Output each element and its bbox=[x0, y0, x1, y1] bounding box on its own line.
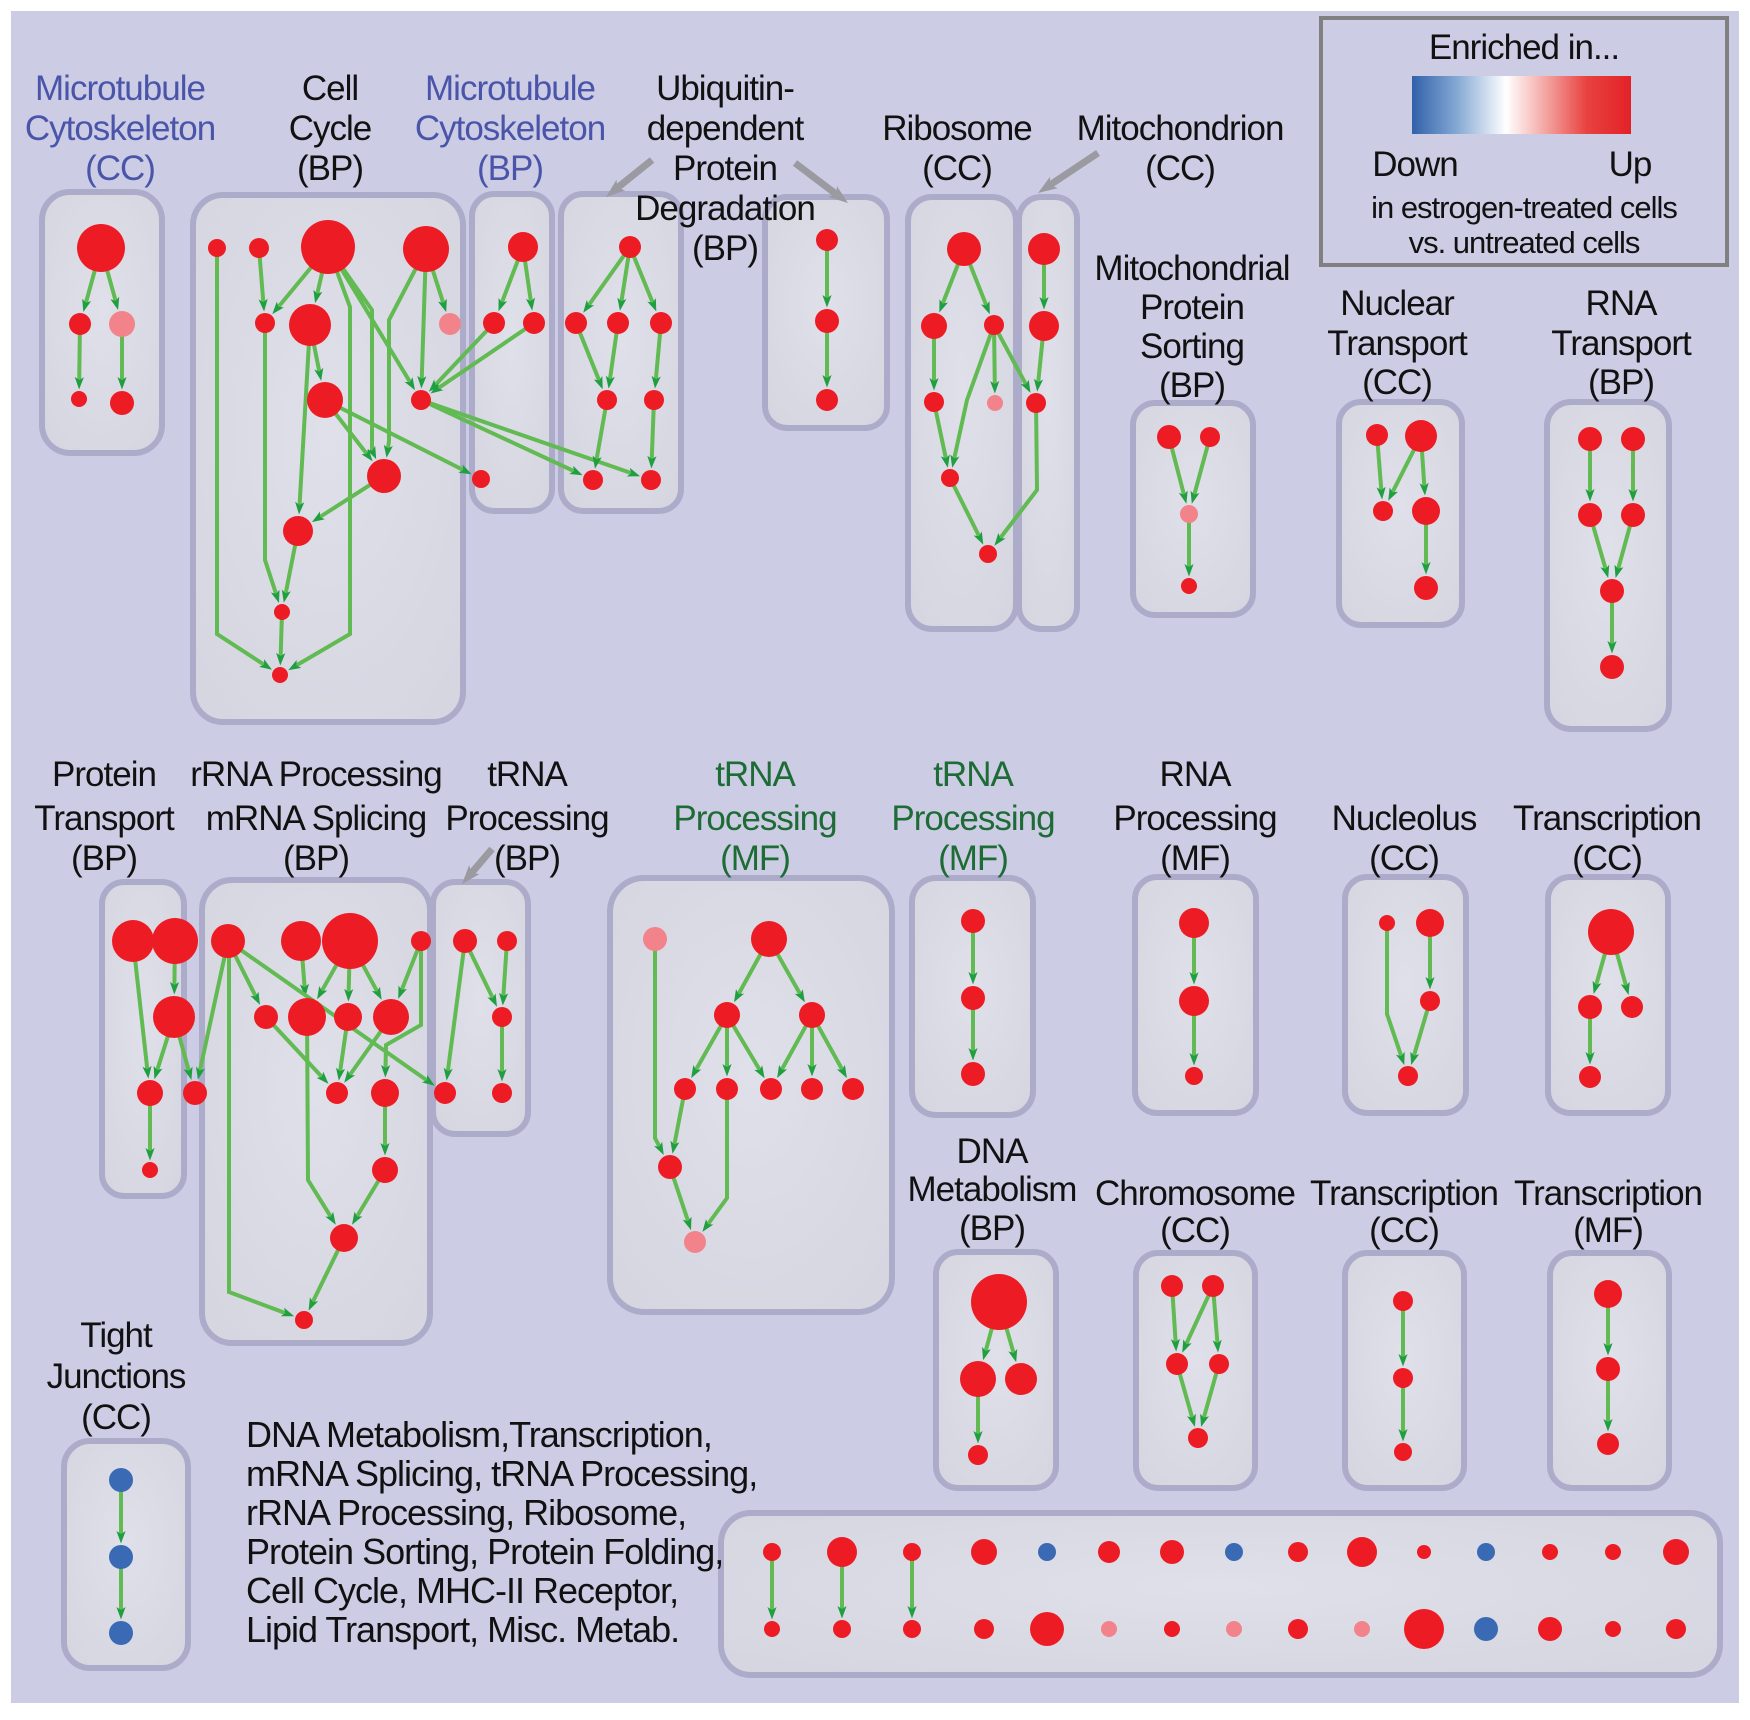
svg-text:Protein Sorting, Protein Foldi: Protein Sorting, Protein Folding, bbox=[246, 1531, 723, 1572]
svg-text:Cytoskeleton: Cytoskeleton bbox=[415, 109, 605, 148]
svg-text:mRNA Splicing: mRNA Splicing bbox=[206, 799, 426, 838]
svg-text:(CC): (CC) bbox=[1369, 839, 1439, 878]
svg-text:Lipid Transport, Misc. Metab.: Lipid Transport, Misc. Metab. bbox=[246, 1609, 679, 1650]
svg-text:(MF): (MF) bbox=[1160, 839, 1230, 878]
svg-text:(CC): (CC) bbox=[1572, 839, 1642, 878]
svg-text:(BP): (BP) bbox=[71, 839, 137, 878]
svg-text:(BP): (BP) bbox=[283, 839, 349, 878]
svg-text:Transport: Transport bbox=[1551, 324, 1692, 363]
svg-text:Transcription: Transcription bbox=[1513, 799, 1701, 838]
svg-text:Protein: Protein bbox=[52, 755, 156, 794]
svg-text:vs. untreated cells: vs. untreated cells bbox=[1409, 225, 1640, 260]
svg-text:DNA Metabolism,Transcription,: DNA Metabolism,Transcription, bbox=[246, 1414, 712, 1455]
svg-text:(CC): (CC) bbox=[922, 149, 992, 188]
svg-text:Metabolism: Metabolism bbox=[908, 1170, 1077, 1209]
svg-text:(CC): (CC) bbox=[1145, 149, 1215, 188]
svg-text:rRNA Processing, Ribosome,: rRNA Processing, Ribosome, bbox=[246, 1492, 686, 1533]
svg-text:Up: Up bbox=[1609, 145, 1652, 184]
svg-text:Cell: Cell bbox=[302, 69, 358, 108]
svg-text:Processing: Processing bbox=[1113, 799, 1276, 838]
svg-text:Transport: Transport bbox=[1327, 324, 1468, 363]
svg-text:Microtubule: Microtubule bbox=[35, 69, 205, 108]
svg-text:(BP): (BP) bbox=[477, 149, 543, 188]
svg-text:Protein: Protein bbox=[673, 149, 777, 188]
svg-text:(CC): (CC) bbox=[85, 149, 155, 188]
svg-text:(BP): (BP) bbox=[494, 839, 560, 878]
svg-text:(BP): (BP) bbox=[692, 229, 758, 268]
svg-text:(BP): (BP) bbox=[959, 1209, 1025, 1248]
svg-text:Tight: Tight bbox=[80, 1316, 153, 1355]
svg-text:Processing: Processing bbox=[445, 799, 608, 838]
svg-text:Processing: Processing bbox=[673, 799, 836, 838]
svg-text:Degradation: Degradation bbox=[635, 189, 815, 228]
svg-text:(MF): (MF) bbox=[1573, 1211, 1643, 1250]
svg-text:Enriched in...: Enriched in... bbox=[1429, 28, 1619, 67]
svg-text:mRNA Splicing, tRNA Processing: mRNA Splicing, tRNA Processing, bbox=[246, 1453, 757, 1494]
svg-text:Cell Cycle, MHC-II Receptor,: Cell Cycle, MHC-II Receptor, bbox=[246, 1570, 678, 1611]
svg-text:(BP): (BP) bbox=[1159, 366, 1225, 405]
svg-text:Junctions: Junctions bbox=[47, 1357, 186, 1396]
svg-text:Nuclear: Nuclear bbox=[1340, 284, 1455, 323]
svg-text:Cycle: Cycle bbox=[289, 109, 372, 148]
svg-text:(CC): (CC) bbox=[1160, 1211, 1230, 1250]
svg-text:tRNA: tRNA bbox=[715, 755, 796, 794]
svg-text:Mitochondrial: Mitochondrial bbox=[1094, 249, 1289, 288]
svg-text:DNA: DNA bbox=[957, 1132, 1030, 1171]
svg-text:rRNA Processing: rRNA Processing bbox=[190, 755, 441, 794]
svg-text:Protein: Protein bbox=[1140, 288, 1244, 327]
svg-text:in estrogen-treated cells: in estrogen-treated cells bbox=[1371, 190, 1677, 225]
svg-text:Microtubule: Microtubule bbox=[425, 69, 595, 108]
svg-text:tRNA: tRNA bbox=[487, 755, 568, 794]
svg-text:tRNA: tRNA bbox=[933, 755, 1014, 794]
svg-text:(MF): (MF) bbox=[938, 839, 1008, 878]
svg-text:Cytoskeleton: Cytoskeleton bbox=[25, 109, 215, 148]
svg-text:(CC): (CC) bbox=[1362, 363, 1432, 402]
svg-text:Down: Down bbox=[1372, 145, 1457, 184]
svg-text:Transcription: Transcription bbox=[1310, 1174, 1498, 1213]
svg-text:(BP): (BP) bbox=[297, 149, 363, 188]
svg-text:(CC): (CC) bbox=[1369, 1211, 1439, 1250]
svg-text:dependent: dependent bbox=[647, 109, 805, 148]
svg-text:Ribosome: Ribosome bbox=[882, 109, 1032, 148]
svg-text:Transport: Transport bbox=[34, 799, 175, 838]
svg-text:Sorting: Sorting bbox=[1140, 327, 1244, 366]
svg-text:Mitochondrion: Mitochondrion bbox=[1077, 109, 1284, 148]
svg-text:Transcription: Transcription bbox=[1514, 1174, 1702, 1213]
svg-text:Ubiquitin-: Ubiquitin- bbox=[656, 69, 794, 108]
svg-text:Processing: Processing bbox=[891, 799, 1054, 838]
svg-text:Nucleolus: Nucleolus bbox=[1332, 799, 1477, 838]
svg-text:RNA: RNA bbox=[1160, 755, 1233, 794]
svg-text:(CC): (CC) bbox=[81, 1398, 151, 1437]
svg-text:RNA: RNA bbox=[1586, 284, 1659, 323]
svg-text:(BP): (BP) bbox=[1588, 363, 1654, 402]
svg-text:Chromosome: Chromosome bbox=[1095, 1174, 1295, 1213]
svg-text:(MF): (MF) bbox=[720, 839, 790, 878]
